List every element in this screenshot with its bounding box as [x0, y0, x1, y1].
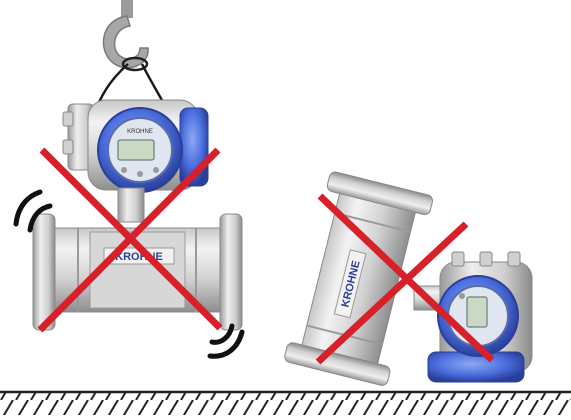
left-scenario: KROHNE KROHNE	[16, 0, 242, 356]
signal-converter-left: KROHNE	[63, 100, 208, 222]
ground-hatching	[0, 393, 571, 415]
crane-hook-icon	[103, 0, 148, 70]
ground	[0, 392, 571, 415]
converter-brand-small: KROHNE	[127, 129, 153, 135]
right-scenario: KROHNE	[284, 171, 532, 387]
impact-arc-icon	[210, 326, 242, 356]
signal-converter-right	[414, 252, 532, 382]
